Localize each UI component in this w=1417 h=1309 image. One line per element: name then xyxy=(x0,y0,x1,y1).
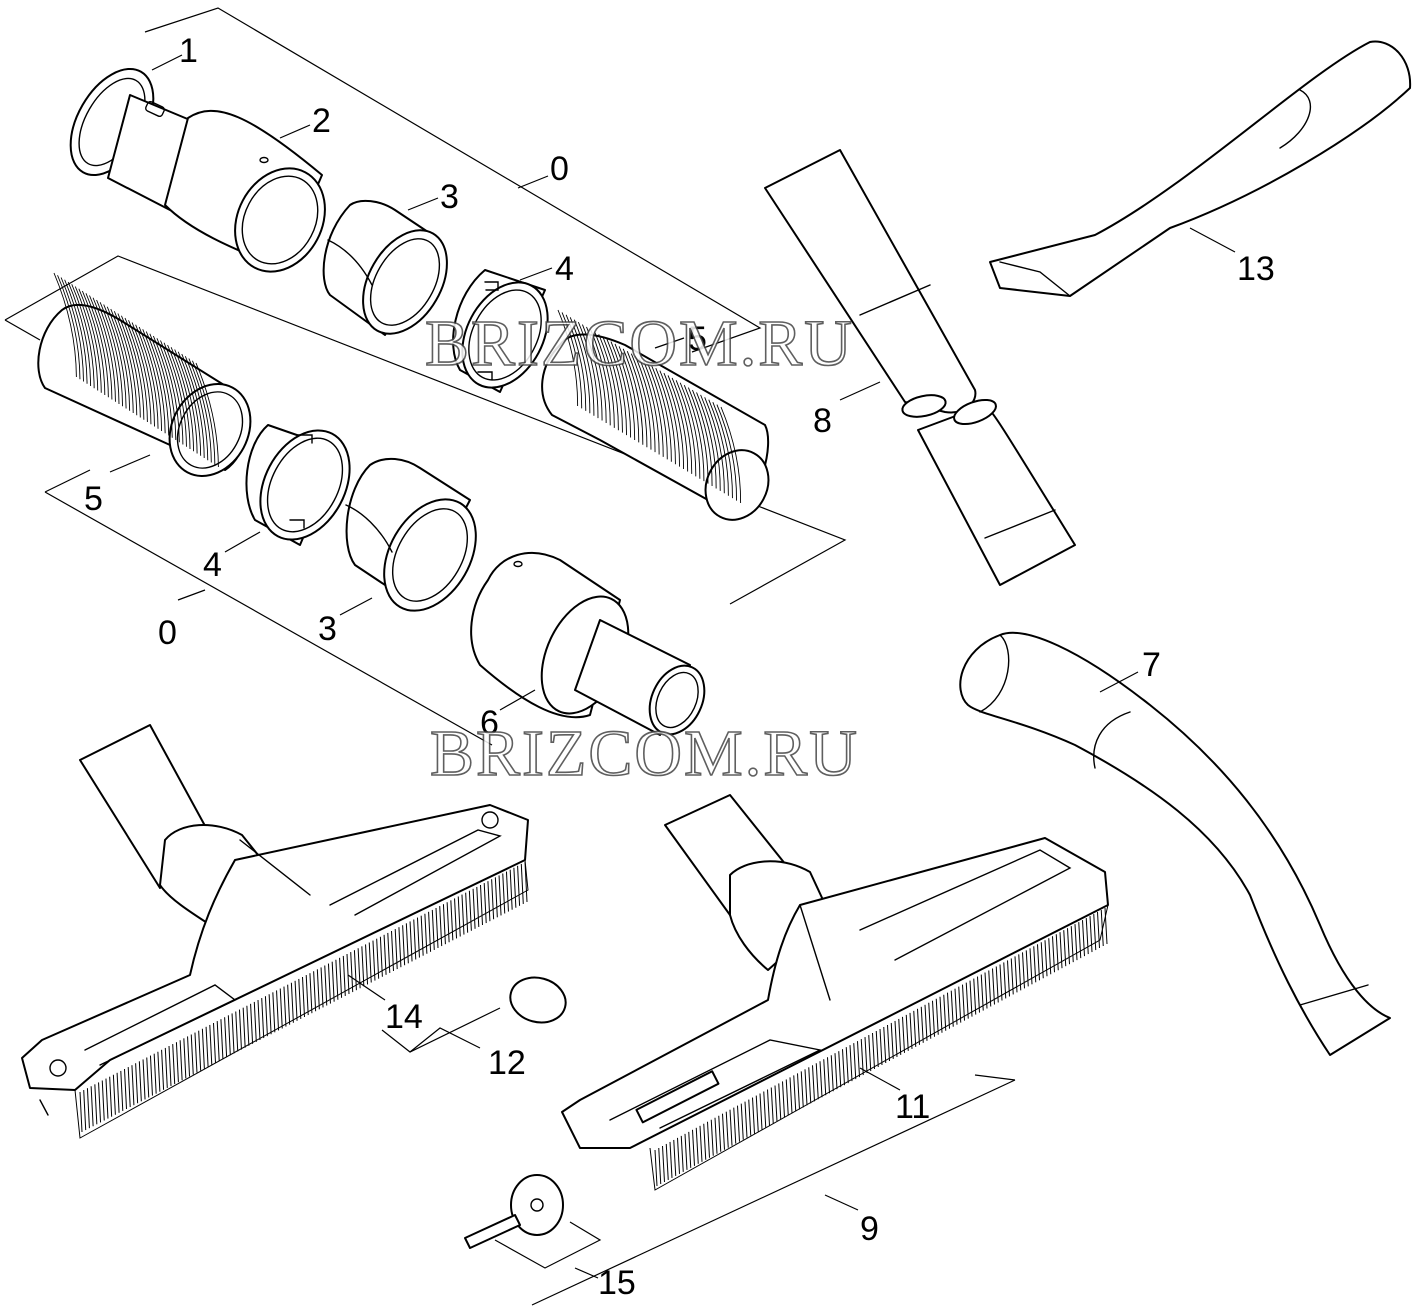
watermarks: BRIZCOM.RU BRIZCOM.RU xyxy=(424,306,859,791)
callout-labels: 1 2 0 3 4 5 5 4 0 3 6 7 8 13 14 12 11 9 … xyxy=(84,32,1275,1302)
callout-13: 13 xyxy=(1237,250,1275,288)
callout-11: 11 xyxy=(895,1088,930,1126)
part-12-floor-nozzle-left xyxy=(21,724,529,1139)
callout-0-lower: 0 xyxy=(158,614,177,652)
callout-5-lower: 5 xyxy=(84,480,103,518)
part-5-ribbed-hose-upper xyxy=(541,309,770,521)
callout-3-upper: 3 xyxy=(440,178,459,216)
part-15-wheel-axle xyxy=(464,976,567,1249)
part-3-threaded-nut-lower xyxy=(345,457,477,612)
callout-14: 14 xyxy=(385,998,423,1036)
part-2-hose-sleeve xyxy=(107,94,326,273)
callout-9: 9 xyxy=(860,1210,879,1248)
part-9-floor-nozzle-right xyxy=(561,794,1109,1191)
leader-lines xyxy=(109,54,1236,1306)
callout-4-upper: 4 xyxy=(555,250,574,288)
part-8-extension-tube xyxy=(764,149,1076,586)
group-frame-upper xyxy=(144,7,762,353)
part-13-crevice-nozzle xyxy=(989,40,1412,297)
callout-2: 2 xyxy=(312,102,331,140)
callout-7: 7 xyxy=(1142,646,1161,684)
callout-1: 1 xyxy=(179,32,198,70)
watermark-upper: BRIZCOM.RU xyxy=(425,307,854,380)
part-4-bayonet-ring-lower xyxy=(245,424,351,546)
part-3-threaded-nut-upper xyxy=(322,199,448,336)
callout-6: 6 xyxy=(480,704,499,742)
callout-8: 8 xyxy=(813,402,832,440)
watermark-lower: BRIZCOM.RU xyxy=(430,717,859,790)
part-7-bent-tube xyxy=(959,631,1391,1056)
callout-15: 15 xyxy=(598,1264,636,1302)
part-5-ribbed-hose-lower xyxy=(37,272,252,477)
group-frame-hose-end xyxy=(44,469,493,746)
part-4-bayonet-ring-upper xyxy=(452,269,549,393)
callout-0-upper: 0 xyxy=(550,150,569,188)
group-frame-lower xyxy=(4,255,847,605)
part-6-reducer-adapter xyxy=(470,551,706,736)
callout-12: 12 xyxy=(488,1044,526,1082)
callout-5-upper: 5 xyxy=(688,320,707,358)
callout-3-lower: 3 xyxy=(318,610,337,648)
callout-4-lower: 4 xyxy=(203,546,222,584)
